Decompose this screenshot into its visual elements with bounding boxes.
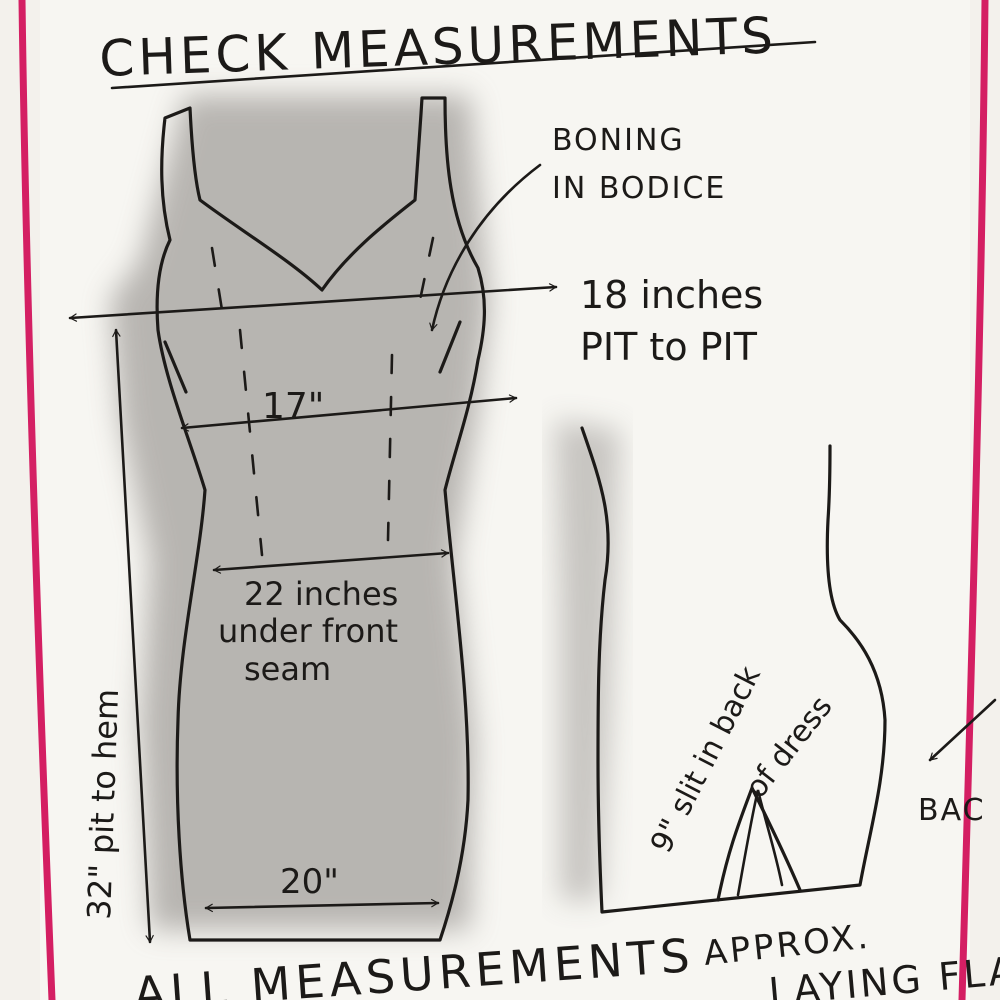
under-seam-label-line1: 22 inches: [244, 575, 398, 613]
pit-to-hem-arrow: [112, 328, 154, 944]
waist-arrow: [180, 394, 518, 432]
left-boning-mark: [163, 340, 188, 394]
back-pointer-arrow: [928, 698, 997, 762]
pit-to-hem-label: 32" pit to hem: [80, 688, 126, 920]
waist-label: 17": [262, 386, 324, 427]
back-dress-outline[interactable]: [580, 426, 887, 914]
pit-to-pit-label-line1: 18 inches: [580, 273, 763, 317]
right-margin-line: [958, 0, 989, 1000]
boning-label-line1: BONING: [552, 123, 685, 158]
back-label: BAC: [918, 793, 986, 828]
right-front-seam: [386, 353, 394, 542]
under-seam-arrow: [212, 549, 450, 574]
pit-to-pit-arrow: [68, 283, 558, 322]
back-slit: [716, 786, 802, 902]
right-boning-mark: [438, 320, 462, 374]
title-underline: [110, 40, 817, 90]
hem-arrow: [204, 898, 440, 913]
pit-to-pit-label-line2: PIT to PIT: [580, 325, 758, 369]
left-margin-line: [18, 0, 56, 1000]
hem-label: 20": [280, 862, 339, 902]
under-seam-label-line3: seam: [244, 650, 331, 688]
back-shading: [555, 420, 620, 900]
boning-label-line2: IN BODICE: [552, 171, 726, 206]
back-slit-inner: [736, 789, 784, 897]
under-seam-label-line2: under front: [218, 612, 398, 650]
